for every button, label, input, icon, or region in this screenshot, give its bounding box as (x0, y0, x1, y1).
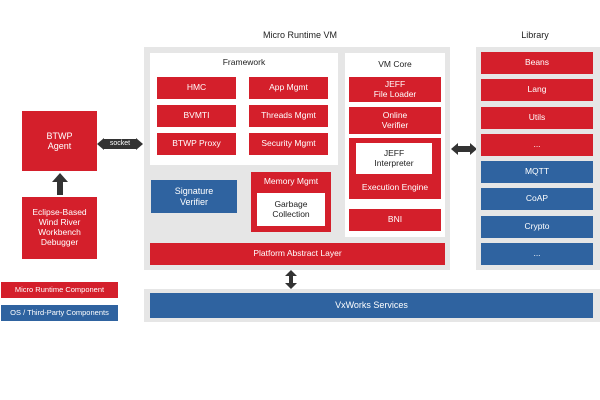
framework-item-btwp-proxy: BTWP Proxy (157, 133, 236, 155)
platform-abstract-layer: Platform Abstract Layer (150, 243, 445, 265)
up-arrow-icon (52, 173, 68, 195)
framework-item-bvmti: BVMTI (157, 105, 236, 127)
online-verifier-box: Online Verifier (349, 107, 441, 134)
memory-mgmt-label: Memory Mgmt (263, 176, 319, 186)
vertical-double-arrow-icon (284, 270, 298, 289)
jeff-interpreter-box: JEFF Interpreter (356, 143, 432, 174)
bni-box: BNI (349, 209, 441, 231)
framework-item-threads-mgmt: Threads Mgmt (249, 105, 328, 127)
socket-label: socket (109, 140, 131, 147)
socket-connector: socket (97, 136, 143, 152)
library-item-more-blue: ... (481, 243, 593, 265)
library-item-utils: Utils (481, 107, 593, 129)
execution-engine-label: Execution Engine (361, 182, 429, 192)
eclipse-debugger-box: Eclipse-Based Wind River Workbench Debug… (22, 197, 97, 259)
library-item-mqtt: MQTT (481, 161, 593, 183)
garbage-collection-box: Garbage Collection (257, 193, 325, 226)
framework-title: Framework (222, 57, 266, 67)
double-arrow-icon (451, 142, 477, 155)
framework-item-app-mgmt: App Mgmt (249, 77, 328, 99)
legend-os-third-party: OS / Third-Party Components (1, 305, 118, 321)
micro-runtime-vm-title: Micro Runtime VM (262, 30, 337, 40)
library-item-lang: Lang (481, 79, 593, 101)
library-item-beans: Beans (481, 52, 593, 74)
library-item-crypto: Crypto (481, 216, 593, 238)
framework-item-security-mgmt: Security Mgmt (249, 133, 328, 155)
vxworks-services-box: VxWorks Services (150, 293, 593, 318)
library-item-coap: CoAP (481, 188, 593, 210)
jeff-file-loader-box: JEFF File Loader (349, 77, 441, 102)
library-item-more-red: ... (481, 134, 593, 156)
double-arrow-icon (97, 138, 143, 150)
library-title: Library (521, 30, 549, 40)
btwp-agent-box: BTWP Agent (22, 111, 97, 171)
framework-item-hmc: HMC (157, 77, 236, 99)
vm-core-title: VM Core (378, 59, 412, 69)
signature-verifier-box: Signature Verifier (151, 180, 237, 213)
legend-micro-runtime-component: Micro Runtime Component (1, 282, 118, 298)
